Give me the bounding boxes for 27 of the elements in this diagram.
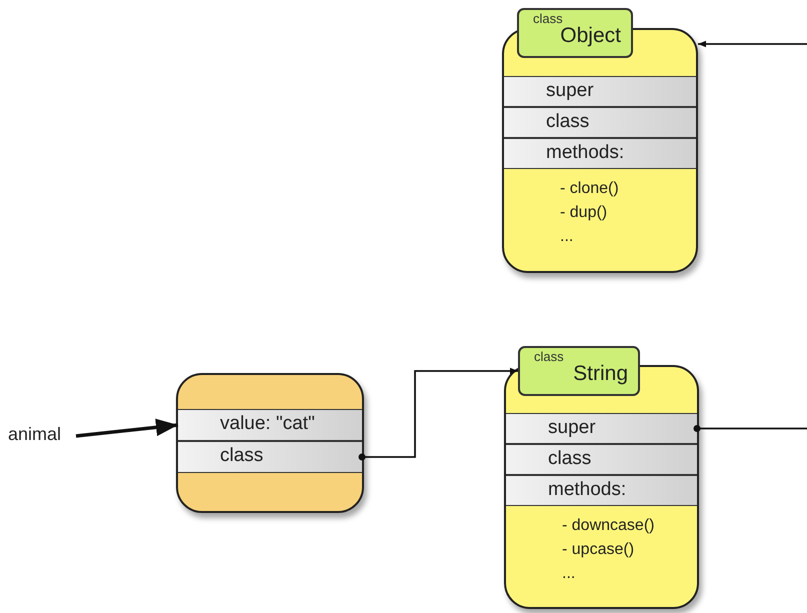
field-row: class xyxy=(178,441,362,473)
class-card xyxy=(502,28,698,273)
type-label: class xyxy=(533,11,563,26)
method-ellipsis: ... xyxy=(560,228,574,246)
arrow xyxy=(76,418,178,438)
class-name: Object xyxy=(560,24,621,48)
field-row: methods: xyxy=(504,138,696,169)
field-row: super xyxy=(504,76,696,107)
method-name: - downcase() xyxy=(562,517,654,535)
class-card xyxy=(504,365,699,609)
arrow xyxy=(698,40,807,48)
type-label: class xyxy=(534,349,564,364)
method-name: - upcase() xyxy=(562,541,634,559)
class-name-tab xyxy=(518,346,640,396)
class-name-tab xyxy=(517,8,633,58)
field-row: methods: xyxy=(506,475,697,506)
method-name: - dup() xyxy=(560,204,608,222)
arrow xyxy=(358,368,518,460)
field-row: super xyxy=(506,413,697,444)
object-card xyxy=(176,373,364,513)
method-ellipsis: ... xyxy=(562,565,576,583)
field-row: value: "cat" xyxy=(178,409,362,441)
variable-name: animal xyxy=(8,424,76,448)
method-name: - clone() xyxy=(560,180,619,198)
field-row: class xyxy=(506,444,697,475)
class-name: String xyxy=(573,362,628,386)
field-row: class xyxy=(504,107,696,138)
